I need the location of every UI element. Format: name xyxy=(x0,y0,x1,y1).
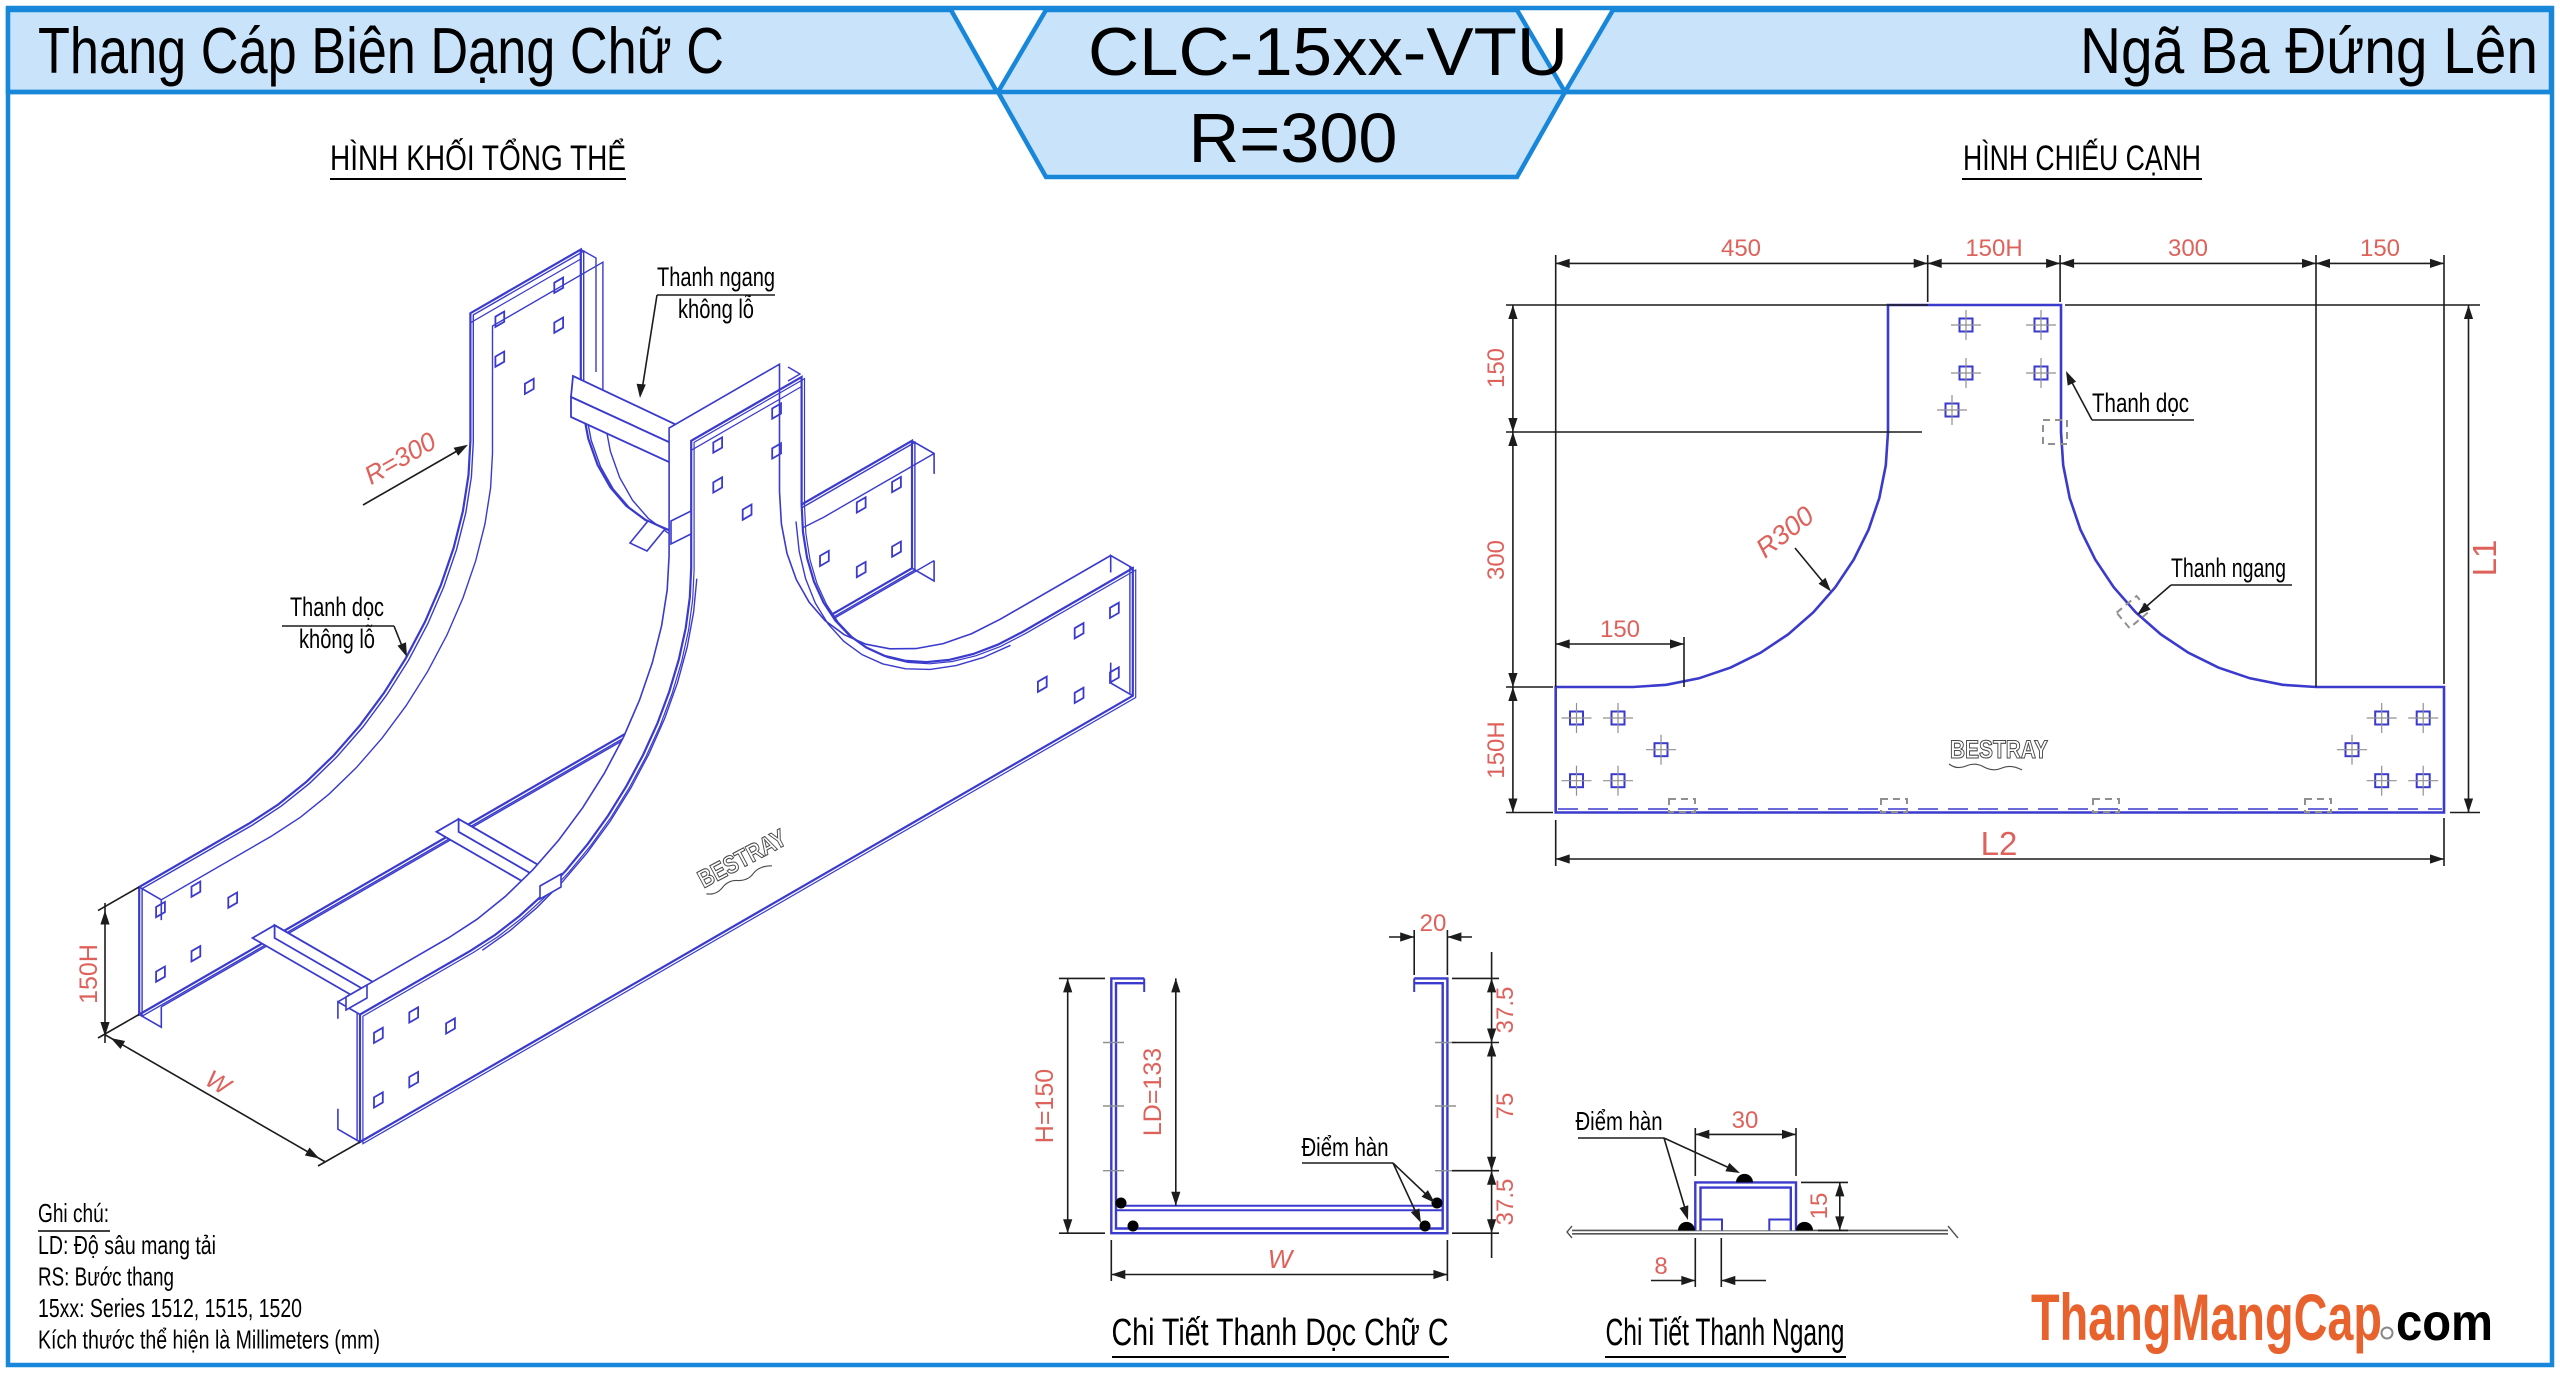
svg-text:150H: 150H xyxy=(75,944,103,1004)
svg-text:LD: Độ sâu mang tải: LD: Độ sâu mang tải xyxy=(38,1230,216,1260)
svg-text:20: 20 xyxy=(1420,910,1447,937)
svg-text:không lỗ: không lỗ xyxy=(299,623,375,654)
svg-text:L1: L1 xyxy=(2466,540,2503,577)
svg-text:Thanh ngang: Thanh ngang xyxy=(657,262,775,292)
svg-text:450: 450 xyxy=(1721,235,1761,262)
svg-text:Chi Tiết Thanh Dọc Chữ C: Chi Tiết Thanh Dọc Chữ C xyxy=(1112,1312,1449,1354)
svg-text:Thanh dọc: Thanh dọc xyxy=(2092,388,2189,418)
svg-text:150: 150 xyxy=(1483,348,1510,388)
svg-text:W: W xyxy=(201,1065,238,1102)
svg-text:15: 15 xyxy=(1806,1193,1833,1220)
svg-text:Điểm hàn: Điểm hàn xyxy=(1576,1106,1663,1136)
svg-text:15xx: Series 1512, 1515, 1520: 15xx: Series 1512, 1515, 1520 xyxy=(38,1293,302,1323)
svg-text:300: 300 xyxy=(2168,235,2208,262)
svg-text:L2: L2 xyxy=(1981,825,2018,862)
svg-text:W: W xyxy=(1268,1244,1295,1274)
svg-text:Điểm hàn: Điểm hàn xyxy=(1302,1132,1389,1162)
svg-text:75: 75 xyxy=(1492,1093,1519,1120)
svg-text:com: com xyxy=(2396,1294,2493,1352)
svg-text:R=300: R=300 xyxy=(359,425,441,490)
svg-text:Thang Cáp Biên Dạng Chữ C: Thang Cáp Biên Dạng Chữ C xyxy=(38,14,724,87)
svg-text:150H: 150H xyxy=(1483,721,1510,778)
svg-text:Thanh ngang: Thanh ngang xyxy=(2171,553,2286,583)
svg-text:Thanh dọc: Thanh dọc xyxy=(290,592,384,622)
svg-text:R=300: R=300 xyxy=(1189,99,1398,177)
svg-text:37.5: 37.5 xyxy=(1492,987,1519,1034)
svg-text:30: 30 xyxy=(1732,1107,1759,1134)
svg-text:không lỗ: không lỗ xyxy=(678,293,754,324)
svg-text:Chi Tiết Thanh Ngang: Chi Tiết Thanh Ngang xyxy=(1606,1312,1845,1354)
svg-text:R300: R300 xyxy=(1750,500,1819,563)
svg-text:150: 150 xyxy=(1600,616,1640,643)
svg-text:150: 150 xyxy=(2360,235,2400,262)
svg-text:HÌNH KHỐI TỔNG THỂ: HÌNH KHỐI TỔNG THỂ xyxy=(330,138,626,178)
svg-text:300: 300 xyxy=(1483,540,1510,580)
svg-text:LD=133: LD=133 xyxy=(1139,1048,1167,1136)
svg-text:BESTRAY: BESTRAY xyxy=(1950,736,2048,764)
svg-text:RS: Bước thang: RS: Bước thang xyxy=(38,1262,174,1292)
svg-text:Kích thước thể hiện là Millime: Kích thước thể hiện là Millimeters (mm) xyxy=(38,1325,380,1355)
svg-text:Ngã Ba Đứng Lên: Ngã Ba Đứng Lên xyxy=(2080,14,2538,87)
svg-text:Ghi chú:: Ghi chú: xyxy=(38,1198,109,1228)
svg-text:CLC-15xx-VTU: CLC-15xx-VTU xyxy=(1088,14,1568,90)
svg-text:150H: 150H xyxy=(1965,235,2022,262)
svg-text:8: 8 xyxy=(1654,1253,1667,1280)
svg-text:HÌNH CHIẾU CẠNH: HÌNH CHIẾU CẠNH xyxy=(1963,138,2201,178)
svg-text:ThangMangCap: ThangMangCap xyxy=(2031,1280,2382,1354)
svg-text:H=150: H=150 xyxy=(1031,1069,1059,1143)
svg-text:37.5: 37.5 xyxy=(1492,1179,1519,1226)
